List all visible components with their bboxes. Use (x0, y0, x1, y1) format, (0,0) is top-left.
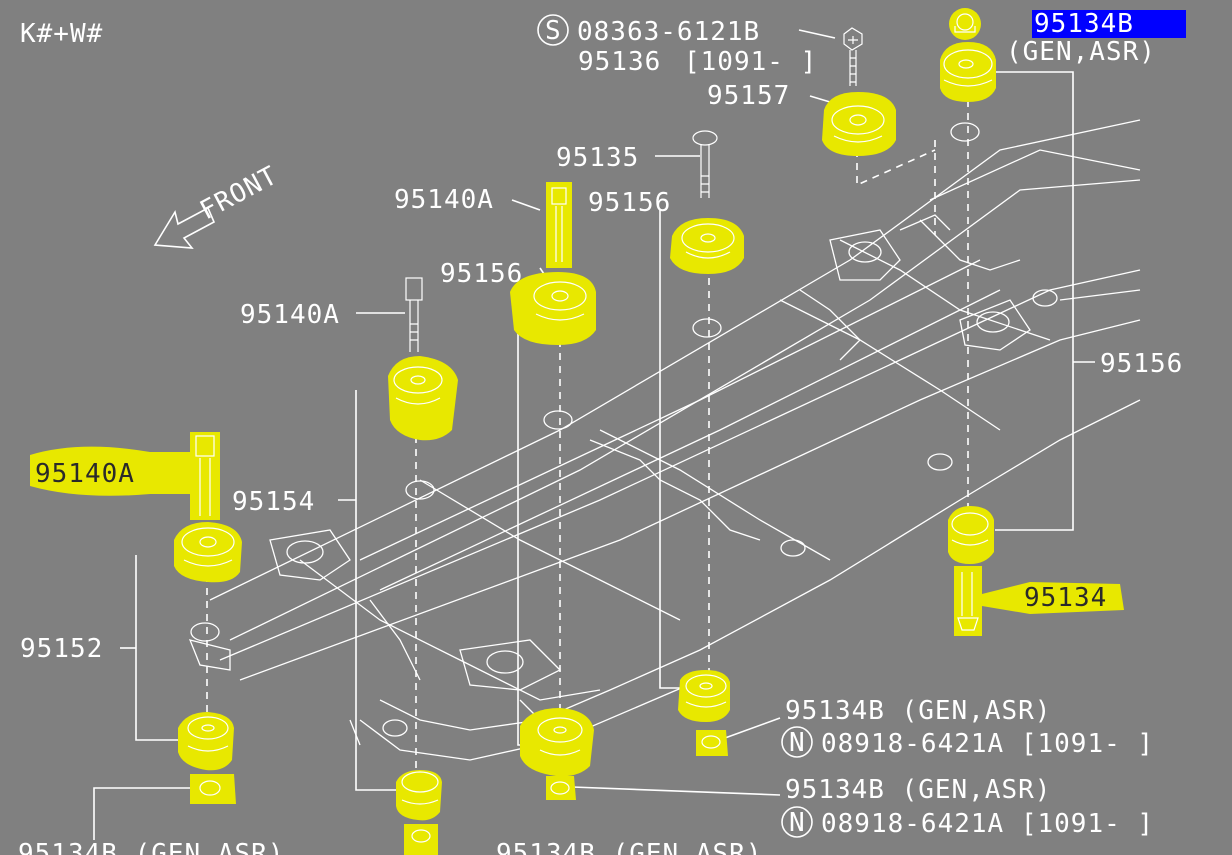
label-95134b-mid2[interactable]: 95134B (GEN,ASR) (785, 775, 1051, 805)
bolt-08363-6121b[interactable] (843, 27, 863, 86)
label-95152[interactable]: 95152 (20, 634, 103, 664)
label-95134b-selected[interactable]: 95134B (1034, 9, 1134, 39)
svg-text:N: N (789, 728, 806, 758)
symbol-s-circle: S (537, 14, 569, 46)
label-95140a-left[interactable]: 95140A (35, 459, 135, 489)
selected-label-box (1032, 10, 1186, 38)
leader-lines (93, 29, 1095, 840)
header-code: K#+W# (20, 19, 103, 49)
front-arrow-icon (153, 206, 216, 249)
label-08363-6121b[interactable]: 08363-6121B (577, 17, 760, 47)
label-95156-upper[interactable]: 95156 (588, 188, 671, 218)
front-label: FRONT (195, 161, 283, 227)
bushing-95156-lower-middle[interactable] (520, 708, 594, 777)
label-bottom-mid-cut[interactable]: 95134B (GEN,ASR) (496, 839, 762, 855)
label-95140a-upper[interactable]: 95140A (394, 185, 494, 215)
nut-bottom-cut[interactable] (404, 824, 438, 855)
bushing-95154-lower[interactable] (396, 770, 442, 821)
bushing-95156-upper[interactable] (670, 218, 744, 274)
bolt-95140a-middle[interactable] (405, 277, 423, 352)
label-nut-08918-1[interactable]: 08918-6421A [1091- ] (821, 729, 1154, 759)
svg-text:S: S (545, 16, 562, 46)
bushing-95152-lower[interactable] (178, 712, 234, 771)
symbol-n-circle-1: N (781, 726, 813, 758)
label-95157[interactable]: 95157 (707, 81, 790, 111)
label-95156-middle[interactable]: 95156 (440, 259, 523, 289)
label-95134b-mid1[interactable]: 95134B (GEN,ASR) (785, 696, 1051, 726)
label-95134[interactable]: 95134 (1024, 583, 1107, 613)
bushing-95154[interactable] (388, 356, 458, 441)
label-95140a-middle[interactable]: 95140A (240, 300, 340, 330)
label-95136-range: [1091- ] (684, 47, 817, 77)
bushing-95156-lower[interactable] (678, 670, 730, 722)
bolt-95140a-left[interactable] (30, 432, 220, 520)
symbol-n-circle-2: N (781, 806, 813, 838)
nut-lower-left[interactable] (190, 774, 236, 804)
label-95136[interactable]: 95136 (578, 47, 661, 77)
bolt-95134[interactable] (954, 566, 1124, 636)
bushing-lower-right[interactable] (948, 506, 994, 564)
label-95156-right[interactable]: 95156 (1100, 349, 1183, 379)
label-95135[interactable]: 95135 (556, 143, 639, 173)
label-nut-08918-2[interactable]: 08918-6421A [1091- ] (821, 809, 1154, 839)
bushing-95156-middle[interactable] (510, 272, 596, 345)
bushing-95152-upper[interactable] (174, 522, 242, 583)
bushing-95157[interactable] (822, 92, 896, 156)
subframe-outline (188, 119, 1141, 761)
nut-lower-middle[interactable] (546, 776, 576, 800)
label-95154[interactable]: 95154 (232, 487, 315, 517)
label-bottom-left-cut[interactable]: 95134B (GEN,ASR) (18, 839, 284, 855)
label-95134b-top-note: (GEN,ASR) (1006, 37, 1156, 67)
nut-lower-center[interactable] (696, 730, 728, 756)
bushing-upper-right[interactable] (940, 42, 996, 102)
bolt-95135[interactable] (692, 130, 718, 198)
svg-text:N: N (789, 808, 806, 838)
bolt-95140a-upper[interactable] (546, 182, 572, 268)
nut-95134b-top[interactable] (949, 8, 981, 40)
